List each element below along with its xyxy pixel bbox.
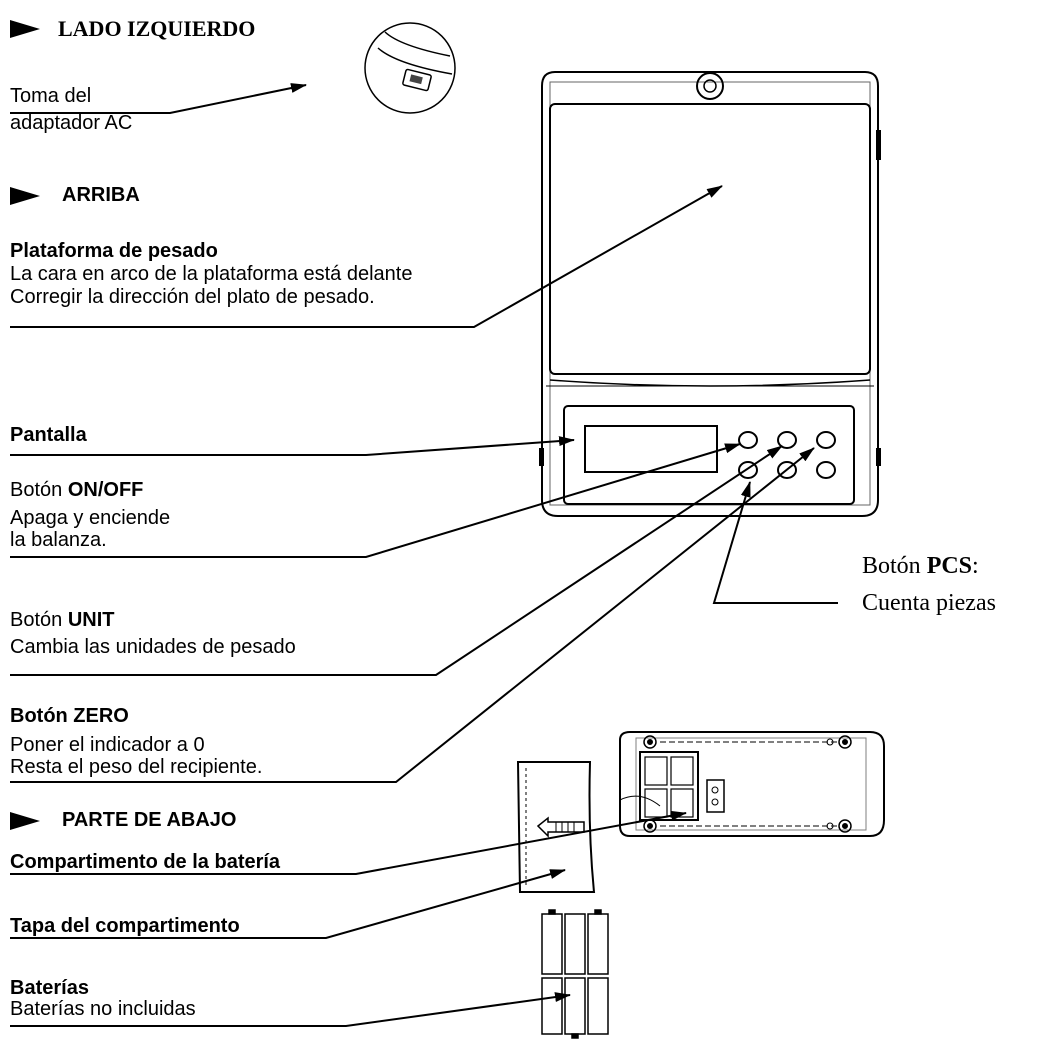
unit-line1: Cambia las unidades de pesado xyxy=(10,636,296,658)
plataforma-title: Plataforma de pesado xyxy=(10,240,218,262)
pcs-bold: PCS xyxy=(926,553,973,579)
leader-zero xyxy=(10,447,815,783)
pcs-prefix: Botón xyxy=(862,553,927,579)
toma-line1: Toma del xyxy=(10,85,92,107)
section-lado-izquierdo: LADO IZQUIERDO xyxy=(10,16,255,42)
zero-line2: Resta el peso del recipiente. xyxy=(10,756,263,778)
plataforma-line1: La cara en arco de la plataforma está de… xyxy=(10,263,413,285)
section-arriba-label: ARRIBA xyxy=(62,184,140,206)
pcs-line1: Cuenta piezas xyxy=(862,590,996,616)
section-abajo-label: PARTE DE ABAJO xyxy=(62,809,237,831)
tapa-label: Tapa del compartimento xyxy=(10,915,240,937)
baterias-line1: Baterías no incluidas xyxy=(10,998,196,1020)
unit-title: Botón UNIT xyxy=(10,610,115,630)
onoff-title: Botón ON/OFF xyxy=(10,480,143,500)
leader-unit xyxy=(10,445,783,676)
leader-tapa xyxy=(10,869,566,939)
onoff-line2: la balanza. xyxy=(10,529,107,551)
onoff-line1: Apaga y enciende xyxy=(10,507,171,529)
scale-bottom-view xyxy=(619,731,885,837)
plataforma-line2: Corregir la dirección del plato de pesad… xyxy=(10,286,375,308)
leader-pantalla xyxy=(10,436,575,456)
triangle-bullet-icon xyxy=(10,20,40,38)
section-arriba: ARRIBA xyxy=(10,184,140,207)
zero-line1: Poner el indicador a 0 xyxy=(10,734,205,756)
triangle-bullet-icon xyxy=(10,186,40,205)
onoff-prefix: Botón xyxy=(10,479,68,501)
section-parte-de-abajo: PARTE DE ABAJO xyxy=(10,809,236,832)
leader-plataforma xyxy=(10,185,723,328)
leader-lines xyxy=(10,83,838,1027)
baterias-title: Baterías xyxy=(10,977,89,999)
pcs-suffix: : xyxy=(972,553,979,579)
compartimento-label: Compartimento de la batería xyxy=(10,851,281,873)
leader-baterias xyxy=(10,992,571,1027)
unit-prefix: Botón xyxy=(10,609,68,631)
onoff-bold: ON/OFF xyxy=(67,479,144,501)
toma-line2: adaptador AC xyxy=(10,112,133,134)
leader-compartimento xyxy=(10,810,687,875)
triangle-bullet-icon xyxy=(10,811,40,830)
leader-pcs xyxy=(712,481,838,604)
unit-bold: UNIT xyxy=(67,609,115,631)
battery-cover xyxy=(516,761,596,893)
zero-title: Botón ZERO xyxy=(10,705,129,727)
scale-top-view xyxy=(539,71,881,517)
ac-adapter-detail-circle xyxy=(364,22,456,114)
pcs-title: Botón PCS: xyxy=(862,553,979,580)
leader-onoff xyxy=(10,443,741,558)
section-lado-label: LADO IZQUIERDO xyxy=(58,16,256,41)
leader-ac-adapter xyxy=(10,83,307,114)
batteries-illustration xyxy=(541,909,609,1039)
pantalla-label: Pantalla xyxy=(10,424,87,446)
